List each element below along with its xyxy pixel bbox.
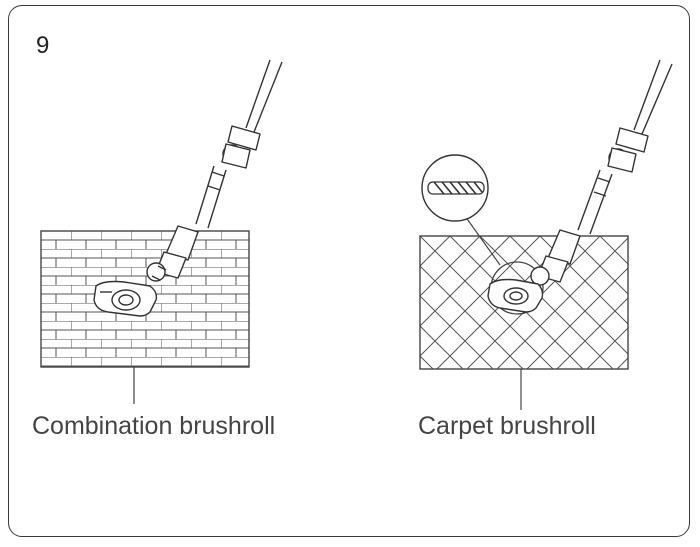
brushroll-detail-icon bbox=[421, 154, 489, 222]
step-number: 9 bbox=[36, 32, 50, 59]
caption-carpet-brushroll: Carpet brushroll bbox=[418, 412, 596, 440]
vacuum-cleaner-right bbox=[487, 59, 673, 313]
vacuum-cleaner-left bbox=[93, 59, 283, 317]
caption-combination-brushroll: Combination brushroll bbox=[32, 412, 276, 440]
instruction-frame bbox=[8, 5, 690, 537]
